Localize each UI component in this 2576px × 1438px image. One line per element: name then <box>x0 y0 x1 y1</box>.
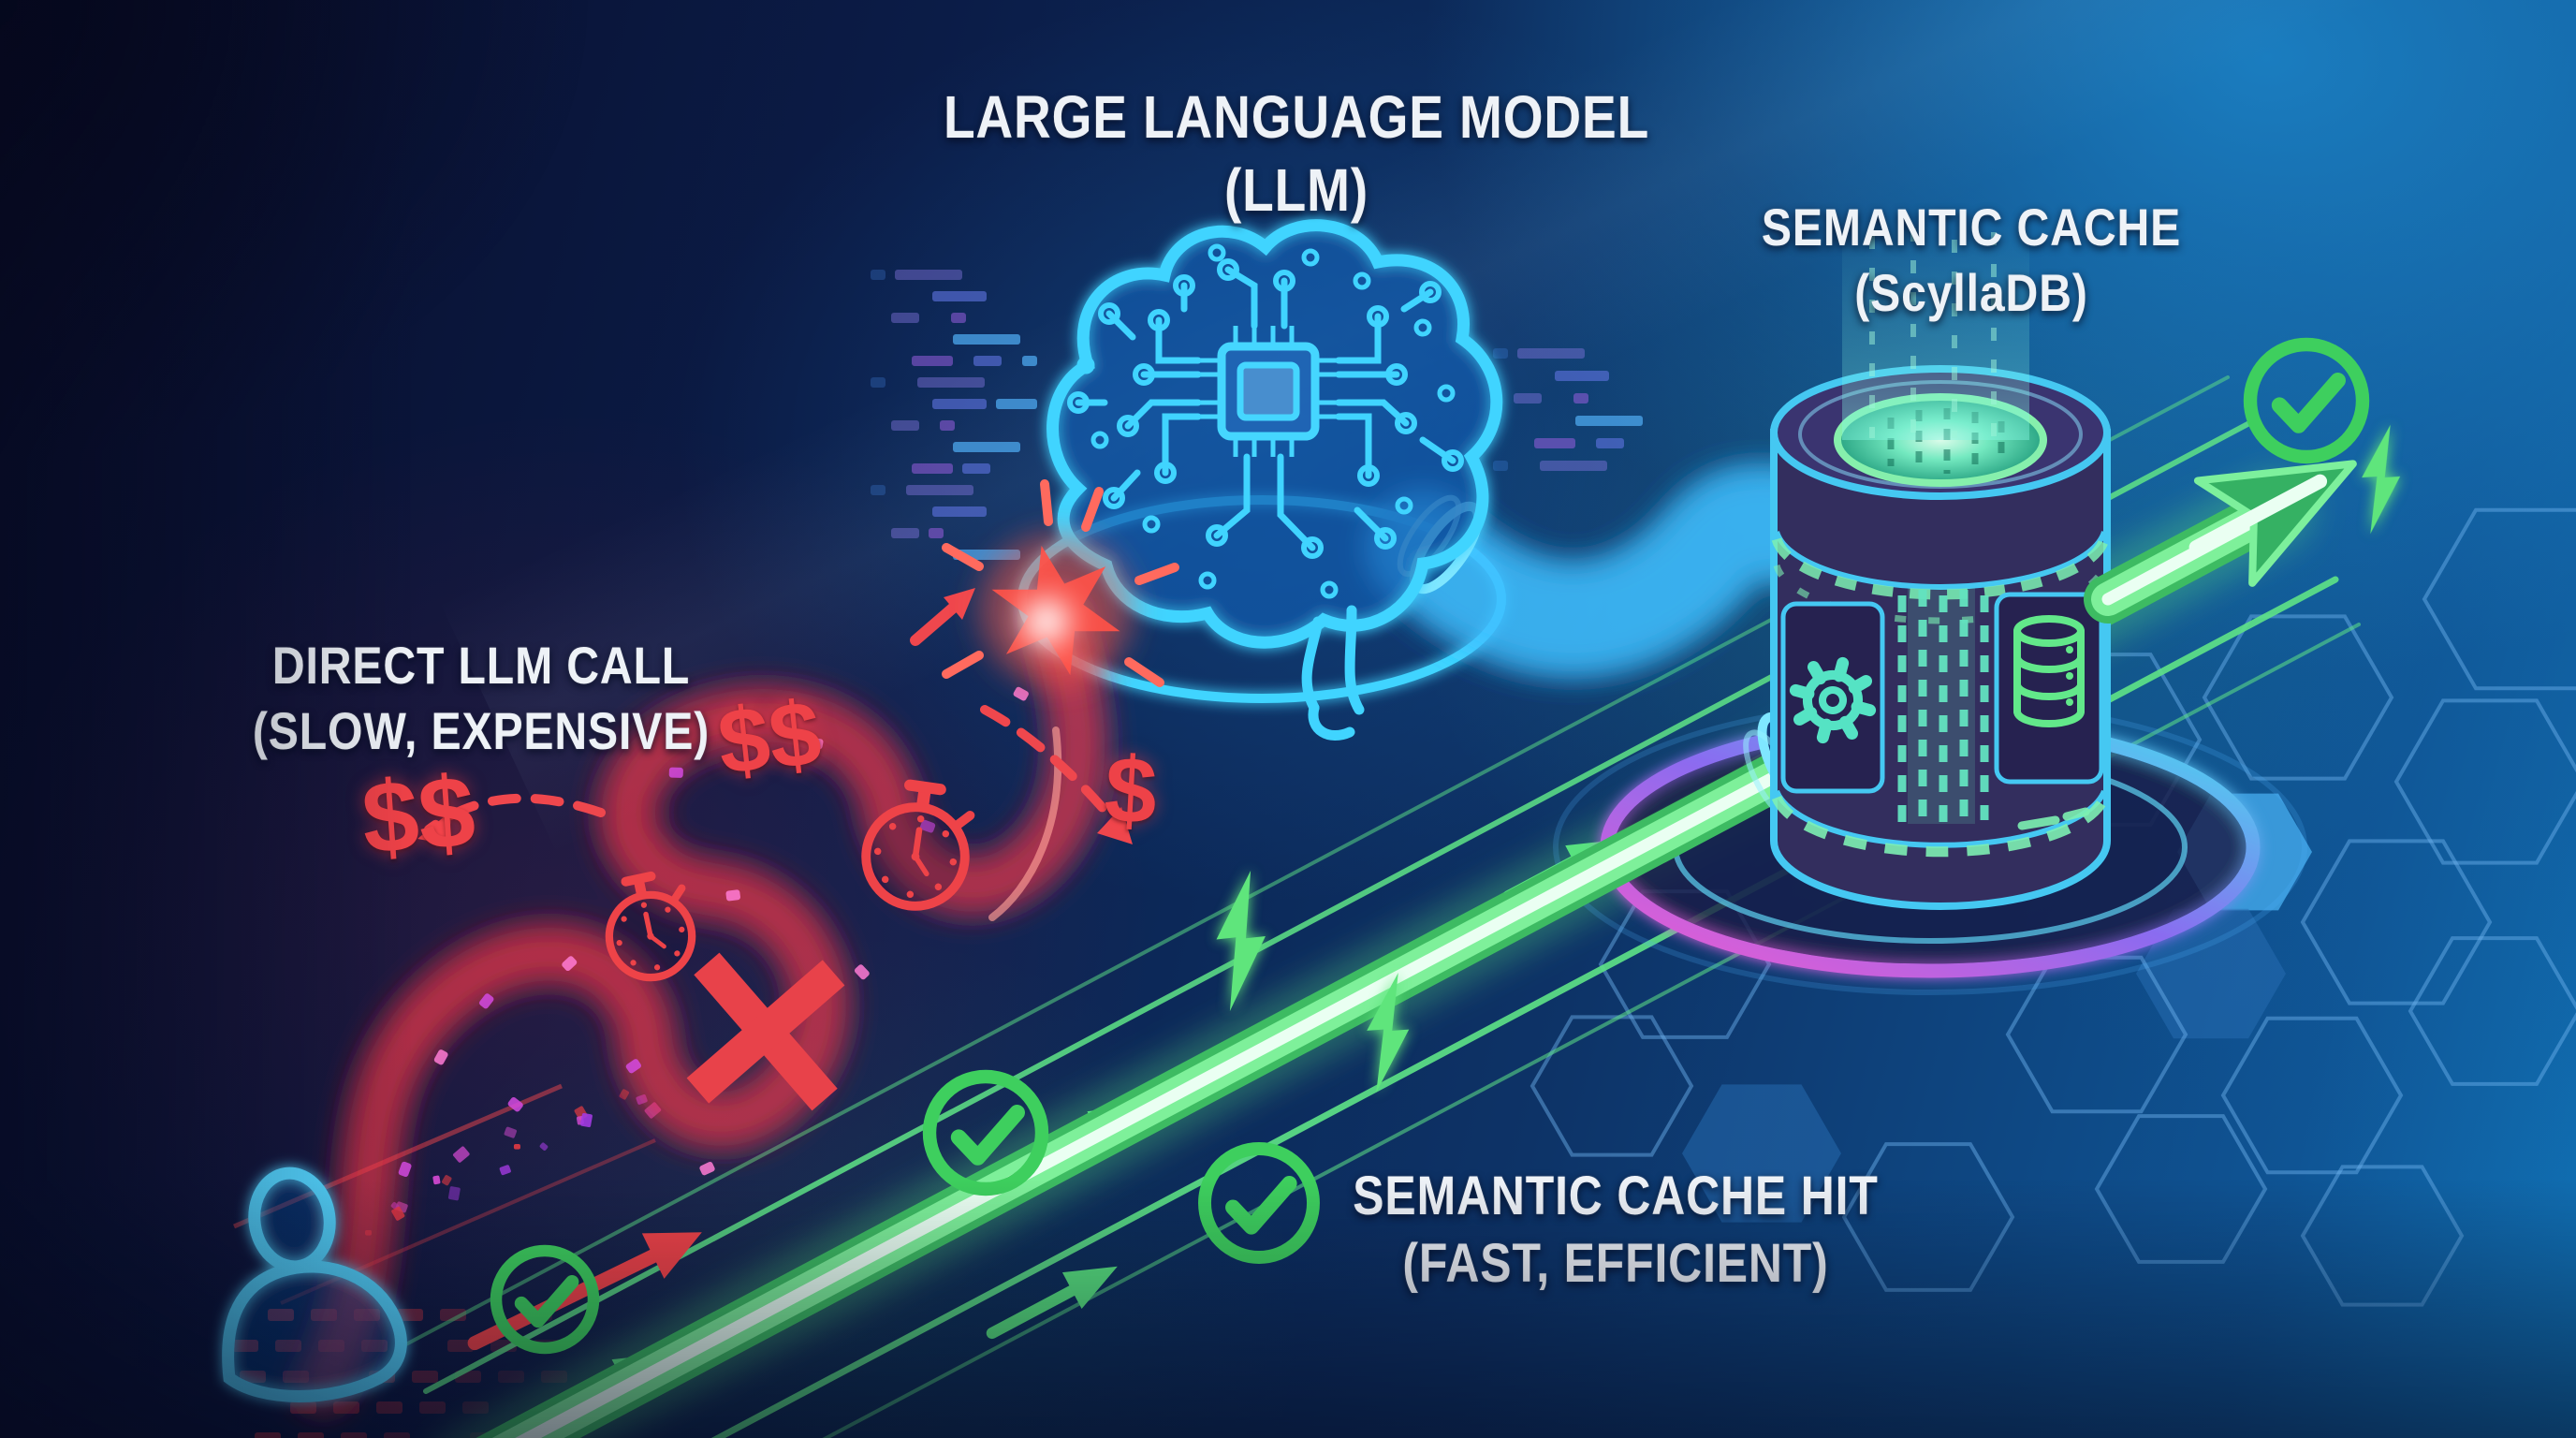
code-rain <box>1493 348 1643 471</box>
semantic-cache-label: SEMANTIC CACHE (ScyllaDB) <box>1762 195 2181 326</box>
direct-call-label-line2: (SLOW, EXPENSIVE) <box>252 701 710 760</box>
code-rain <box>871 270 1037 560</box>
cost-symbol: $$ <box>358 754 479 875</box>
cost-symbol: $ <box>1102 737 1160 844</box>
cache-hit-label-line1: SEMANTIC CACHE HIT <box>1353 1166 1879 1226</box>
llm-label-line1: LARGE LANGUAGE MODEL <box>943 83 1650 151</box>
cache-hit-label: SEMANTIC CACHE HIT (FAST, EFFICIENT) <box>1353 1163 1878 1298</box>
brain-chip-icon <box>1046 219 1503 741</box>
data-dust <box>365 1089 662 1236</box>
llm-label: LARGE LANGUAGE MODEL (LLM) <box>944 81 1649 227</box>
cache-hit-label-line2: (FAST, EFFICIENT) <box>1402 1233 1829 1294</box>
direct-call-label-line1: DIRECT LLM CALL <box>271 636 691 695</box>
database-cylinder-icon <box>1770 365 2111 910</box>
semantic-cache-label-line2: (ScyllaDB) <box>1854 263 2088 322</box>
llm-label-line2: (LLM) <box>1223 156 1369 224</box>
red-arrow-icon <box>910 588 975 646</box>
cost-symbol: $$ <box>712 681 826 794</box>
direct-call-label: DIRECT LLM CALL (SLOW, EXPENSIVE) <box>253 633 710 764</box>
semantic-cache-label-line1: SEMANTIC CACHE <box>1761 198 2182 257</box>
